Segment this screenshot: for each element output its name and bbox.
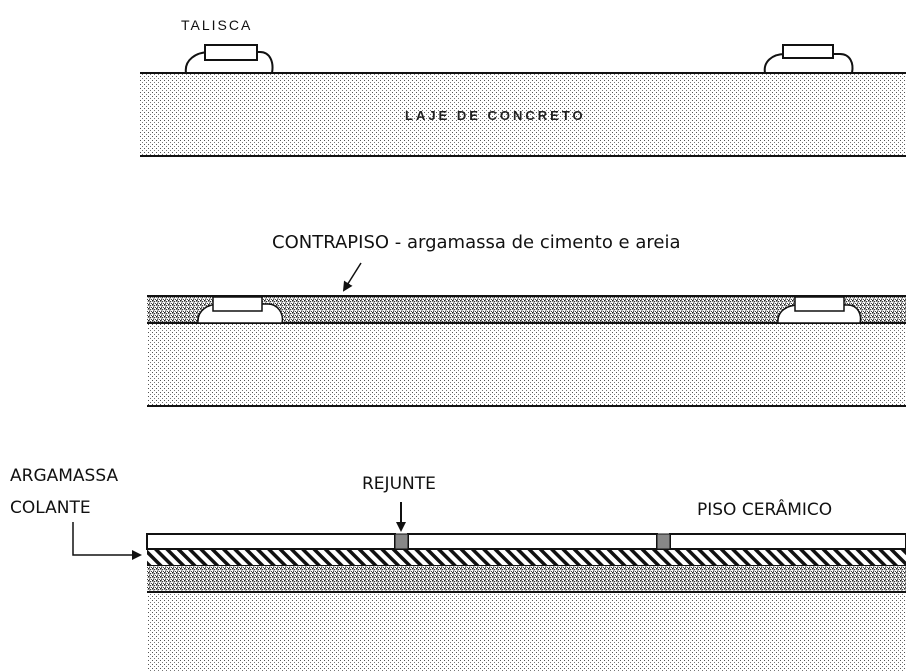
ceramic-tile xyxy=(669,533,906,550)
ceramic-tile xyxy=(146,533,396,550)
grout-label: REJUNTE xyxy=(362,474,436,494)
ceramic-floor-label: PISO CERÂMICO xyxy=(697,498,832,520)
section-contrapiso: CONTRAPISO - argamassa de cimento e arei… xyxy=(147,232,906,407)
adhesive-mortar-layer xyxy=(147,549,906,565)
section-slab-with-taliscas: TALISCA LAJE DE CONCRETO xyxy=(140,17,906,157)
adhesive-pointer-arrow xyxy=(72,522,142,560)
grout-joint xyxy=(656,533,671,550)
contrapiso-pointer-arrow xyxy=(342,262,362,292)
concrete-slab-3 xyxy=(147,592,906,671)
talisca-embedded-right xyxy=(777,296,862,324)
concrete-slab-1 xyxy=(140,73,906,156)
concrete-slab-2 xyxy=(147,323,906,406)
talisca-label: TALISCA xyxy=(181,17,252,33)
ceramic-tile xyxy=(407,533,658,550)
contrapiso-label: CONTRAPISO - argamassa de cimento e arei… xyxy=(272,232,681,253)
talisca-embedded-left xyxy=(197,296,284,324)
grout-joint xyxy=(394,533,409,550)
section-finished-floor: ARGAMASSA COLANTE REJUNTE PISO CERÂMICO xyxy=(10,466,906,671)
concrete-slab-label: LAJE DE CONCRETO xyxy=(405,108,586,123)
talisca-left xyxy=(184,44,274,74)
contrapiso-layer-3 xyxy=(147,565,906,592)
talisca-right xyxy=(763,44,854,74)
adhesive-label-line2: COLANTE xyxy=(10,498,91,518)
adhesive-label-line1: ARGAMASSA xyxy=(10,466,118,486)
